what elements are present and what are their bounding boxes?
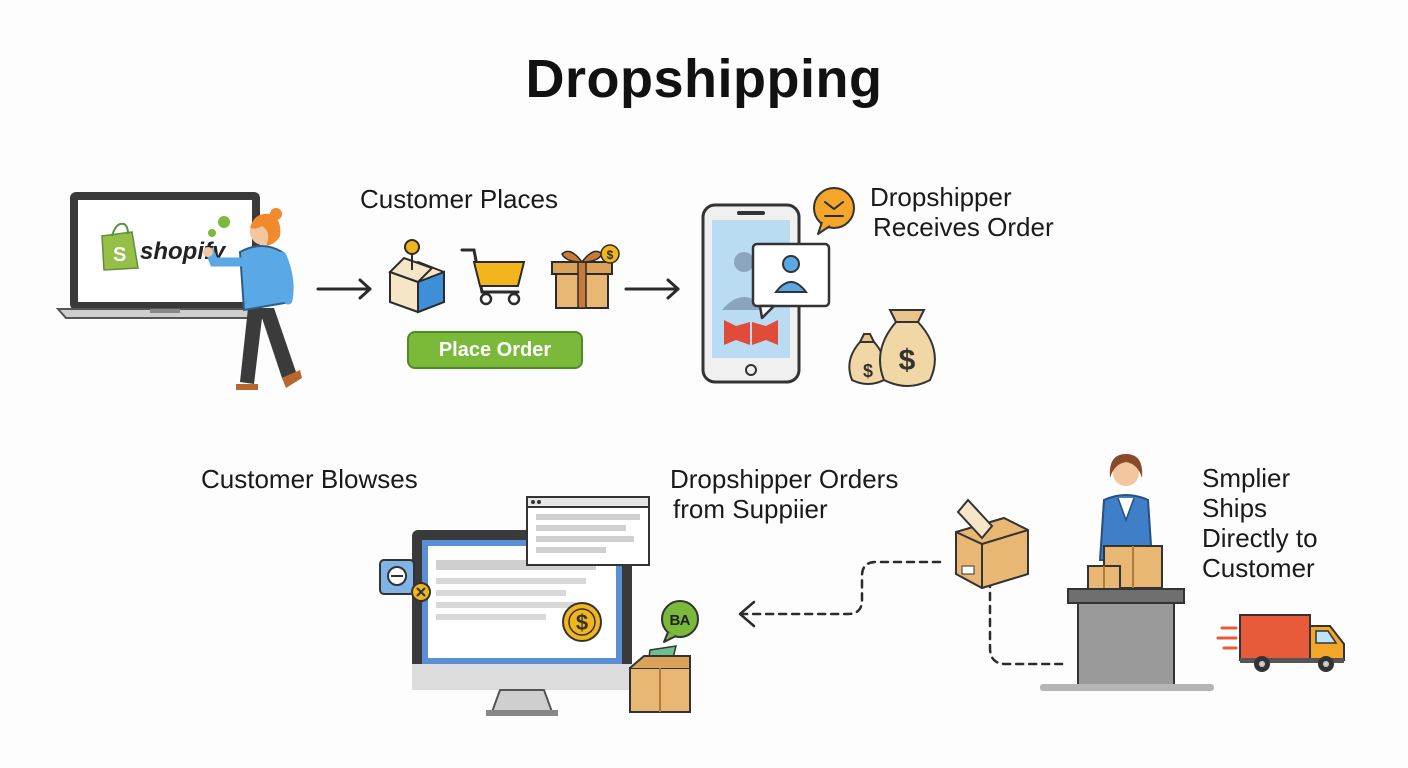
user-profile-card-icon (751, 242, 831, 320)
browser-window-icon (526, 496, 650, 566)
svg-text:ВА: ВА (670, 612, 691, 629)
svg-text:S: S (113, 244, 126, 266)
chat-bubble-icon: ВА (661, 600, 699, 643)
arrow-right-icon (316, 278, 372, 300)
money-bag-icon: $ (879, 309, 936, 387)
counter-desk-icon (1040, 588, 1214, 691)
dashed-arrow-left-icon (738, 560, 942, 628)
label-line: Dropshipper Orders (670, 464, 899, 494)
shopping-cart-icon (460, 248, 526, 306)
package-with-cash-icon (629, 645, 691, 713)
close-badge-icon (411, 582, 431, 602)
label-line: Ships (1202, 493, 1268, 523)
svg-text:$: $ (863, 361, 873, 381)
delivery-truck-icon (1216, 614, 1345, 672)
label-line: from Suppiier (673, 494, 828, 524)
svg-text:$: $ (576, 610, 588, 635)
customer-person-icon (203, 208, 302, 390)
step-dropshipper-orders-label: Dropshipper Orders from Suppiier (670, 464, 898, 524)
label-line: Receives Order (873, 212, 1054, 242)
step-supplier-ships-label: Smplier Ships Directly to Customer (1202, 463, 1318, 583)
support-agent-icon (379, 559, 415, 595)
step-customer-browses-label: Customer Blowses (201, 464, 418, 494)
svg-text:$: $ (899, 344, 916, 377)
coin-icon: $ (562, 602, 602, 642)
supplier-person-icon (1098, 454, 1154, 561)
arrow-right-icon (624, 278, 680, 300)
notification-bubble-icon (813, 187, 855, 235)
gift-box-icon (551, 250, 613, 309)
open-box-icon (388, 239, 445, 314)
step-dropshipper-receives-label: Dropshipper Receives Order (870, 182, 1054, 242)
label-line: Customer (1202, 553, 1315, 583)
coin-icon: $ (600, 244, 620, 264)
svg-text:$: $ (607, 248, 614, 262)
step-customer-places-label: Customer Places (360, 184, 558, 214)
label-line: Smplier (1202, 463, 1291, 493)
stacked-boxes-icon (1087, 545, 1163, 591)
decor-dot (208, 229, 216, 237)
page-title: Dropshipping (525, 49, 883, 109)
label-line: Dropshipper (870, 182, 1012, 212)
shipping-box-icon (955, 498, 1029, 590)
dashed-connector (988, 578, 1064, 666)
decor-dot (218, 216, 230, 228)
shopify-bag-icon: S (101, 222, 139, 271)
label-line: Directly to (1202, 523, 1318, 553)
place-order-button[interactable]: Place Order (407, 331, 583, 369)
